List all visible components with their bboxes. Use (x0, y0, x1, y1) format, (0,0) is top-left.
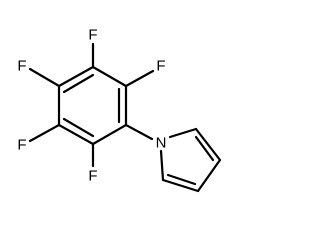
bond-c3-c4 (91, 123, 128, 146)
bond-c6-c1 (57, 65, 95, 88)
fluorine-bonds (28, 42, 155, 168)
bond-c4-c5 (57, 123, 95, 146)
atom-label-f-lower-left: F (17, 137, 26, 154)
pyrrole-ring (159, 127, 222, 193)
benzene-ring (57, 65, 128, 146)
bond-c3p-c4p (196, 158, 222, 193)
atom-label-f-bottom: F (88, 168, 97, 185)
atom-label-f-right: F (156, 58, 165, 75)
bond-c2p-c3p-inner (194, 135, 215, 162)
bond-c2p-c3p (194, 127, 222, 162)
bond-c4-c5-inner (62, 117, 95, 138)
atom-labels: F F F F F N (17, 27, 166, 185)
bond-c1-c2 (91, 65, 128, 88)
bond-c3-n (124, 123, 154, 141)
bond-c4p-c5p (161, 178, 200, 193)
bond-c5p-n (159, 149, 165, 182)
bond-c4p-c5p-inner (166, 173, 197, 186)
atom-label-n: N (156, 135, 167, 152)
bond-c5-f-lower-left (28, 123, 61, 143)
atom-label-f-upper-left: F (17, 58, 26, 75)
atom-label-f-top: F (88, 27, 97, 44)
bond-c6-c1-inner (62, 73, 95, 94)
bond-n-c2p (168, 127, 198, 139)
bond-c6-f-upper-left (28, 67, 61, 88)
bond-c2-f-right (124, 69, 155, 88)
structure-diagram: F F F F F N (17, 27, 222, 193)
